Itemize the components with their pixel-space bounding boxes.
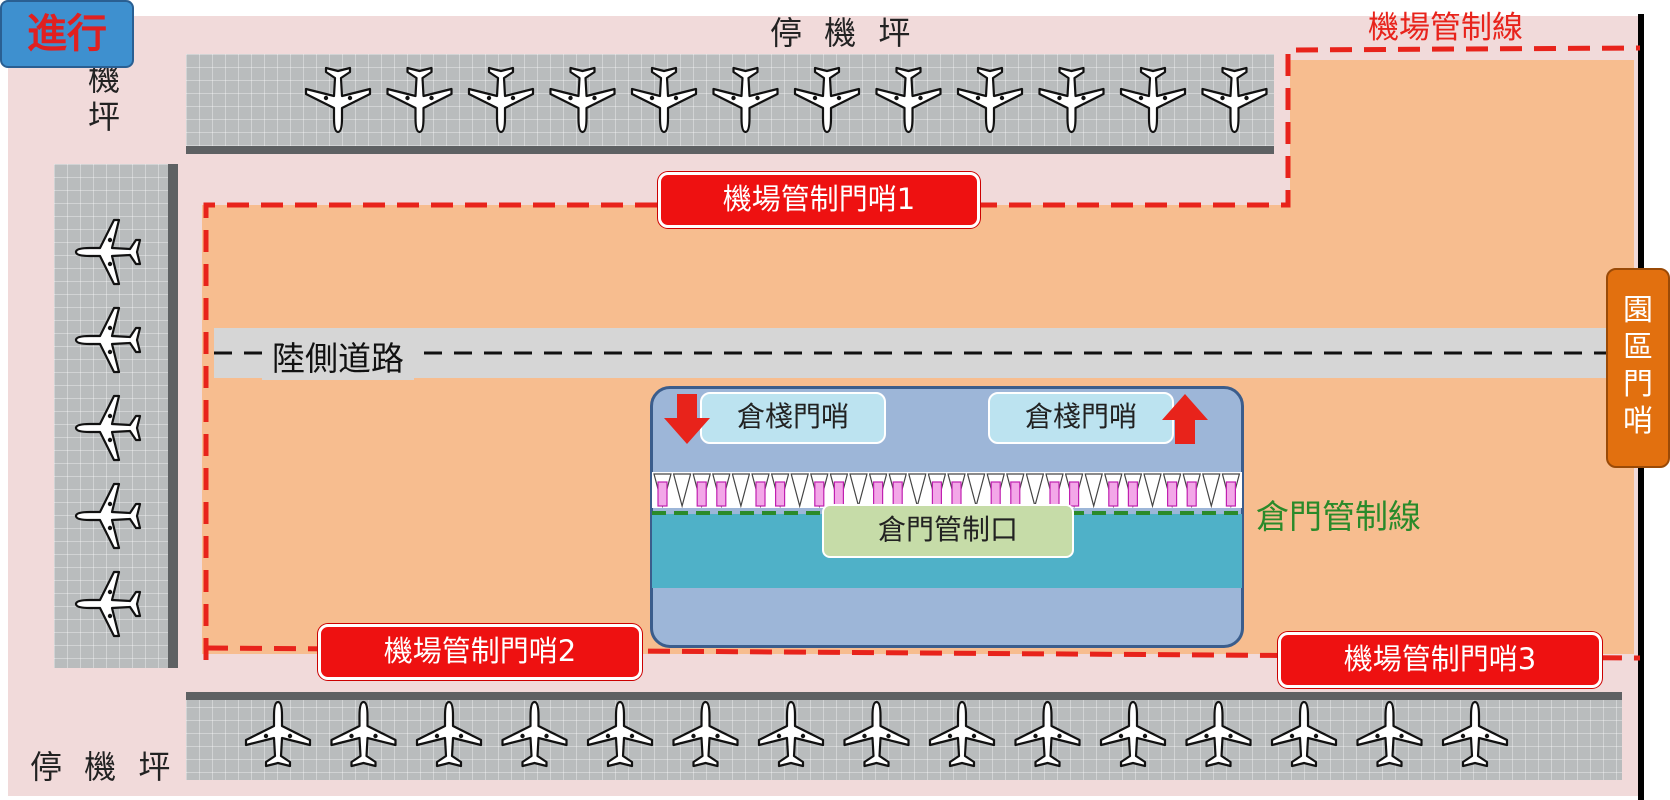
apron-left-label: 機 坪 bbox=[84, 60, 124, 136]
arrow-down-icon bbox=[664, 394, 710, 444]
status-badge[interactable]: 進行 bbox=[0, 0, 134, 68]
airport-control-line-top bbox=[203, 45, 1641, 660]
aircraft-icon bbox=[1185, 700, 1252, 768]
dock-bay bbox=[908, 473, 927, 508]
truck-icon bbox=[1127, 481, 1138, 507]
dock-bay bbox=[1143, 473, 1162, 508]
apron-left-label-line2: 坪 bbox=[87, 98, 120, 136]
aircraft-icon bbox=[304, 66, 372, 134]
aircraft-icon bbox=[928, 700, 996, 768]
warehouse-gate-exit[interactable]: 倉棧門哨 bbox=[988, 392, 1174, 444]
park-gate-char-1: 園 bbox=[1623, 293, 1653, 328]
apron-top-edge bbox=[186, 146, 1274, 154]
aircraft-icon bbox=[1119, 66, 1187, 134]
truck-icon bbox=[1108, 481, 1119, 507]
truck-icon bbox=[873, 481, 884, 507]
aircraft-icon bbox=[1356, 700, 1423, 768]
truck-docks bbox=[653, 473, 1241, 508]
truck-icon bbox=[892, 481, 903, 507]
aircraft-icon bbox=[501, 700, 568, 768]
aircraft-icon bbox=[956, 66, 1024, 134]
apron-bottom-label: 停 機 坪 bbox=[30, 748, 177, 786]
aircraft-icon bbox=[630, 66, 698, 134]
aircraft-icon bbox=[330, 700, 397, 768]
aircraft-icon bbox=[467, 66, 535, 134]
aircraft-icon bbox=[672, 700, 739, 768]
dock-bay bbox=[731, 473, 751, 508]
warehouse-control-line-label: 倉門管制線 bbox=[1256, 497, 1421, 536]
truck-icon bbox=[1069, 481, 1080, 507]
aircraft-icon bbox=[712, 66, 779, 134]
aircraft-icon bbox=[244, 700, 312, 768]
truck-icon bbox=[1010, 481, 1021, 507]
park-gate-char-3: 門 bbox=[1623, 367, 1653, 402]
aircraft-icon bbox=[415, 700, 483, 768]
truck-icon bbox=[657, 481, 668, 507]
aircraft-icon bbox=[74, 394, 142, 462]
aircraft-icon bbox=[1270, 700, 1338, 768]
truck-icon bbox=[1186, 481, 1197, 507]
truck-icon bbox=[1166, 481, 1178, 507]
dock-bay bbox=[672, 473, 692, 508]
airport-control-gate-1[interactable]: 機場管制門哨1 bbox=[658, 172, 980, 228]
aircraft-icon bbox=[793, 66, 861, 134]
truck-icon bbox=[1049, 481, 1060, 507]
aircraft-icon bbox=[74, 218, 142, 286]
apron-top-label: 停 機 坪 bbox=[770, 14, 917, 52]
truck-icon bbox=[951, 481, 962, 507]
warehouse-gate-entry[interactable]: 倉棧門哨 bbox=[700, 392, 886, 444]
dock-bay bbox=[1084, 473, 1103, 508]
aircraft-icon bbox=[586, 700, 654, 768]
airport-control-gate-3[interactable]: 機場管制門哨3 bbox=[1278, 632, 1602, 688]
aircraft-icon bbox=[74, 306, 142, 374]
truck-icon bbox=[755, 481, 766, 507]
aircraft-icon bbox=[1201, 66, 1268, 134]
apron-left-edge bbox=[168, 164, 178, 668]
aircraft-icon bbox=[386, 66, 453, 134]
park-gate-char-2: 區 bbox=[1623, 330, 1653, 365]
landside-road-label: 陸側道路 bbox=[262, 332, 414, 380]
aircraft-icon bbox=[843, 700, 910, 768]
dock-bay bbox=[966, 473, 986, 508]
aircraft-icon bbox=[875, 66, 942, 134]
dock-bay bbox=[1202, 473, 1221, 508]
dock-bay bbox=[849, 473, 868, 508]
aircraft-icon bbox=[74, 570, 142, 638]
aircraft-icon bbox=[1099, 700, 1167, 768]
warehouse-control-point[interactable]: 倉門管制口 bbox=[822, 504, 1074, 558]
apron-bottom-edge bbox=[186, 692, 1622, 700]
truck-dock-strip bbox=[652, 472, 1242, 508]
aircraft-icon bbox=[1441, 700, 1509, 768]
truck-icon bbox=[716, 481, 727, 507]
aircraft-icon bbox=[1014, 700, 1081, 768]
arrow-up-icon bbox=[1162, 394, 1208, 444]
truck-icon bbox=[814, 481, 825, 507]
truck-icon bbox=[990, 481, 1001, 507]
aircraft-icon bbox=[74, 482, 142, 550]
truck-icon bbox=[774, 481, 786, 507]
truck-icon bbox=[1225, 481, 1237, 507]
aircraft-icon bbox=[757, 700, 825, 768]
aircraft-icon bbox=[1038, 66, 1105, 134]
airport-control-line-label: 機場管制線 bbox=[1368, 10, 1523, 46]
truck-icon bbox=[833, 481, 844, 507]
park-gate-char-4: 哨 bbox=[1623, 404, 1653, 439]
dock-bay bbox=[790, 473, 809, 508]
truck-icon bbox=[696, 481, 707, 507]
airport-control-gate-2[interactable]: 機場管制門哨2 bbox=[318, 624, 642, 680]
truck-icon bbox=[931, 481, 942, 507]
park-gate[interactable]: 園 區 門 哨 bbox=[1606, 268, 1670, 468]
road-centerline bbox=[214, 351, 1609, 355]
aircraft-icon bbox=[549, 66, 616, 134]
dock-bay bbox=[1025, 473, 1045, 508]
